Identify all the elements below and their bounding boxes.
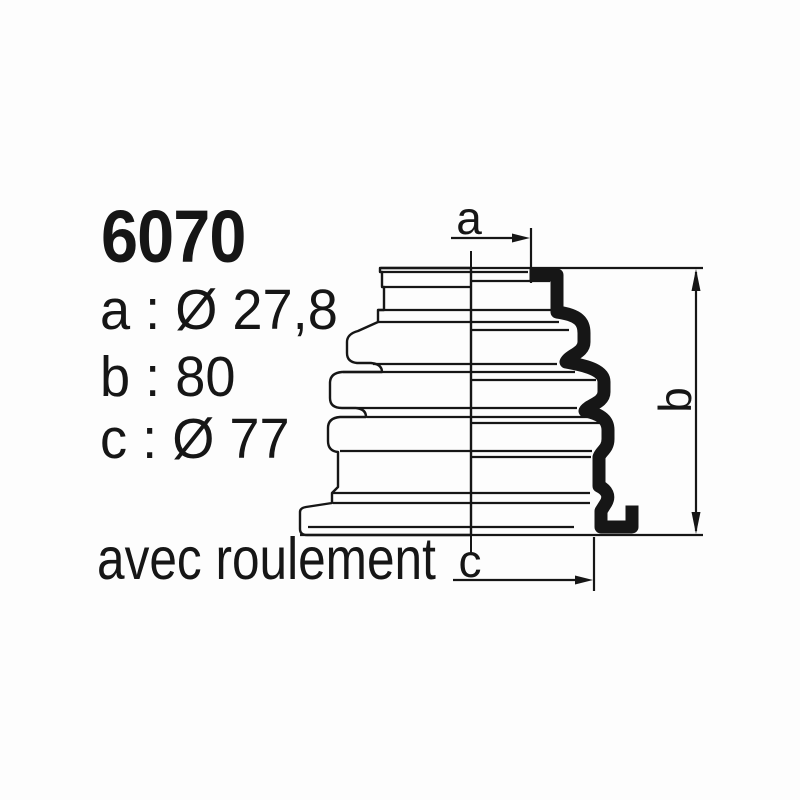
dimension-a-arrowhead <box>512 233 530 243</box>
boot-outline-profile <box>298 266 473 537</box>
dimension-a-label: a <box>456 192 482 244</box>
dimension-c-label: c <box>459 535 482 587</box>
dimension-b-arrowhead-bottom <box>691 512 701 534</box>
spec-dimension-c: c : Ø 77 <box>100 407 290 471</box>
dimension-c-arrowhead <box>575 575 593 585</box>
spec-dimension-b: b : 80 <box>100 345 236 409</box>
boot-contour-lines <box>308 270 600 529</box>
boot-section-wall <box>529 268 639 534</box>
boot-section-right-half <box>529 268 639 534</box>
part-number: 6070 <box>101 195 246 278</box>
boot-outline-left-half <box>298 266 600 537</box>
dimension-a: a <box>451 192 533 283</box>
spec-dimension-a: a : Ø 27,8 <box>100 278 338 342</box>
note-avec-roulement: avec roulement <box>97 526 436 592</box>
dimension-b-label: b <box>649 387 701 413</box>
dimension-b-arrowhead-top <box>691 269 701 291</box>
dimension-c: c <box>453 535 596 591</box>
dimension-b: b <box>300 266 703 537</box>
